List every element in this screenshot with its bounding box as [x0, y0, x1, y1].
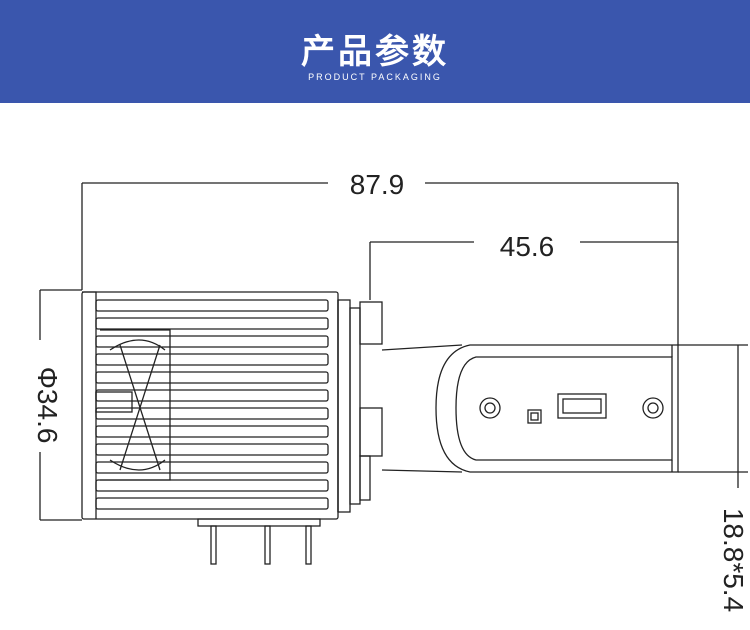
dimension-overall-length-label: 87.9 [350, 169, 405, 200]
plug-neck [381, 344, 463, 473]
dimension-overall-length [81, 182, 679, 345]
page-subtitle: PRODUCT PACKAGING [308, 72, 442, 82]
led-chips [479, 393, 664, 424]
dimension-head-diameter-label: Φ34.6 [32, 367, 63, 444]
dimension-board-size [678, 344, 748, 488]
dimension-board-size-label: 18.8*5.4 [718, 508, 749, 612]
mounting-collar [349, 301, 383, 505]
heatsink-fins [95, 299, 329, 510]
dimension-plug-length-label: 45.6 [500, 231, 555, 262]
fan-assembly [95, 329, 171, 481]
led-board [435, 344, 679, 473]
dimension-head-diameter [39, 289, 82, 521]
technical-drawing: 87.9 45.6 Φ34.6 18.8*5.4 [32, 169, 749, 612]
page-title: 产品参数 [301, 32, 449, 72]
dimension-plug-length [369, 241, 678, 300]
header-banner: 产品参数 PRODUCT PACKAGING [0, 0, 750, 103]
heatsink-head [81, 291, 351, 520]
connector-pins [197, 518, 321, 565]
